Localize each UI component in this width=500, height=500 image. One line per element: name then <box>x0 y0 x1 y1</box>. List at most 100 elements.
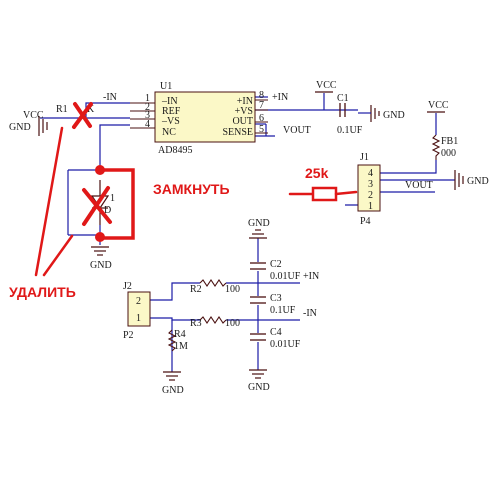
net-label-vout-u1: VOUT <box>283 125 311 136</box>
fb1-value: 000 <box>441 148 456 159</box>
gnd-r4-label: GND <box>162 385 184 396</box>
gnd-left-label: GND <box>9 122 31 133</box>
u1-pin-in-plus: +IN <box>237 96 253 107</box>
gnd-c4-label: GND <box>248 382 270 393</box>
net-label-minus-in-top: -IN <box>103 92 117 103</box>
annotation-resistor-value: 25k <box>305 165 329 181</box>
gnd-top-label: GND <box>383 110 405 121</box>
j2-pin1: 1 <box>136 313 141 324</box>
gnd-c4-symbol <box>249 369 267 379</box>
d1-designator: 1 <box>110 193 115 204</box>
r2-designator: R2 <box>190 284 202 295</box>
cross-d1-b <box>82 186 110 226</box>
vcc-top-symbol: VCC <box>315 80 337 93</box>
u1-pin6-num: 6 <box>259 113 264 124</box>
annotation-short-circuit: ЗАМКНУТЬ <box>153 181 230 197</box>
short-dot-top <box>95 165 105 175</box>
gnd-c2-symbol <box>249 229 267 239</box>
c4-value: 0.01UF <box>270 339 301 350</box>
r1-value: K <box>87 104 95 115</box>
gnd-j1-label: GND <box>467 176 489 187</box>
u1-pin-nc: NC <box>162 127 176 138</box>
j2-connector <box>127 291 151 327</box>
vcc-right-symbol: VCC <box>427 100 449 113</box>
c4-designator: C4 <box>270 327 282 338</box>
fb1-designator: FB1 <box>441 136 458 147</box>
j2-designator: J2 <box>123 281 132 292</box>
c3-value: 0.1UF <box>270 305 296 316</box>
gnd-d1-label: GND <box>90 260 112 271</box>
c1-capacitor <box>339 103 346 117</box>
vcc-left-label: VCC <box>23 110 44 121</box>
remove-pointer-2 <box>42 234 74 277</box>
r3-designator: R3 <box>190 318 202 329</box>
fb1-ferrite <box>431 134 441 160</box>
j1-connector <box>357 164 381 212</box>
gnd-j1-symbol <box>454 170 464 190</box>
c4-capacitor <box>250 333 266 341</box>
net-label-plus-in-bottom: +IN <box>303 271 319 282</box>
c3-capacitor <box>250 296 266 304</box>
c1-value: 0.1UF <box>337 125 363 136</box>
j1-pin4: 4 <box>368 168 373 179</box>
u1-designator: U1 <box>160 81 172 92</box>
j1-pin2: 2 <box>368 190 373 201</box>
wire-j2-p1 <box>150 317 200 321</box>
u1-pin2-num: 2 <box>145 102 150 113</box>
r2-value: 100 <box>225 284 240 295</box>
vcc-top-label: VCC <box>316 80 337 91</box>
r2-resistor <box>199 279 227 287</box>
u1-pin7-num: 7 <box>259 100 264 111</box>
u1-pin-in-minus: –IN <box>161 96 178 107</box>
u1-pin-vs-minus: –VS <box>161 116 180 127</box>
u1-pin-out: OUT <box>232 116 253 127</box>
gnd-r4-symbol <box>163 371 181 381</box>
u1-pin5-num: 5 <box>259 124 264 135</box>
vcc-right-label: VCC <box>428 100 449 111</box>
u1-part-number: AD8495 <box>158 145 192 156</box>
u1-pin-sense: SENSE <box>222 127 253 138</box>
r4-resistor <box>167 329 177 352</box>
net-label-minus-in-bottom: -IN <box>303 308 317 319</box>
c2-capacitor <box>250 262 266 270</box>
u1-body <box>154 91 256 143</box>
u1-pin1-num: 1 <box>145 93 150 104</box>
red-markup <box>34 102 358 277</box>
resistor-25k-lead-right <box>334 190 358 196</box>
wire-j1-p4 <box>380 160 437 174</box>
u1-ad8495: U1 AD8495 1 2 3 4 8 7 6 5 –IN REF –VS NC… <box>130 81 268 156</box>
gnd-top-symbol <box>370 105 380 122</box>
r1-designator: R1 <box>56 104 68 115</box>
r4-designator: R4 <box>174 329 186 340</box>
j1-designator: J1 <box>360 152 369 163</box>
j1-pin3: 3 <box>368 179 373 190</box>
c1-designator: C1 <box>337 93 349 104</box>
gnd-d1-symbol <box>91 246 109 256</box>
cross-r1-b <box>72 102 93 129</box>
net-label-plus-in-top: +IN <box>272 92 288 103</box>
j2-pin2: 2 <box>136 296 141 307</box>
wire-vs-minus <box>99 124 130 170</box>
net-label-vout-j1: VOUT <box>405 180 433 191</box>
annotation-remove: УДАЛИТЬ <box>9 284 76 300</box>
u1-pin4-num: 4 <box>145 119 150 130</box>
short-wire <box>98 168 135 240</box>
wire-j2-p2 <box>150 282 200 301</box>
d1-value: D <box>104 205 111 216</box>
j1-pin1: 1 <box>368 201 373 212</box>
c2-value: 0.01UF <box>270 271 301 282</box>
j1-footprint: P4 <box>360 216 371 227</box>
u1-pin8-num: 8 <box>259 90 264 101</box>
u1-pin-vs-plus: +VS <box>235 106 253 117</box>
u1-pin3-num: 3 <box>145 110 150 121</box>
r3-value: 100 <box>225 318 240 329</box>
gnd-c2-label: GND <box>248 218 270 229</box>
gnd-left-symbol <box>38 116 48 136</box>
r3-resistor <box>199 316 227 324</box>
c3-designator: C3 <box>270 293 282 304</box>
r4-value: 1M <box>174 341 188 352</box>
u1-pin-ref: REF <box>162 106 181 117</box>
remove-pointer-1 <box>34 126 64 277</box>
